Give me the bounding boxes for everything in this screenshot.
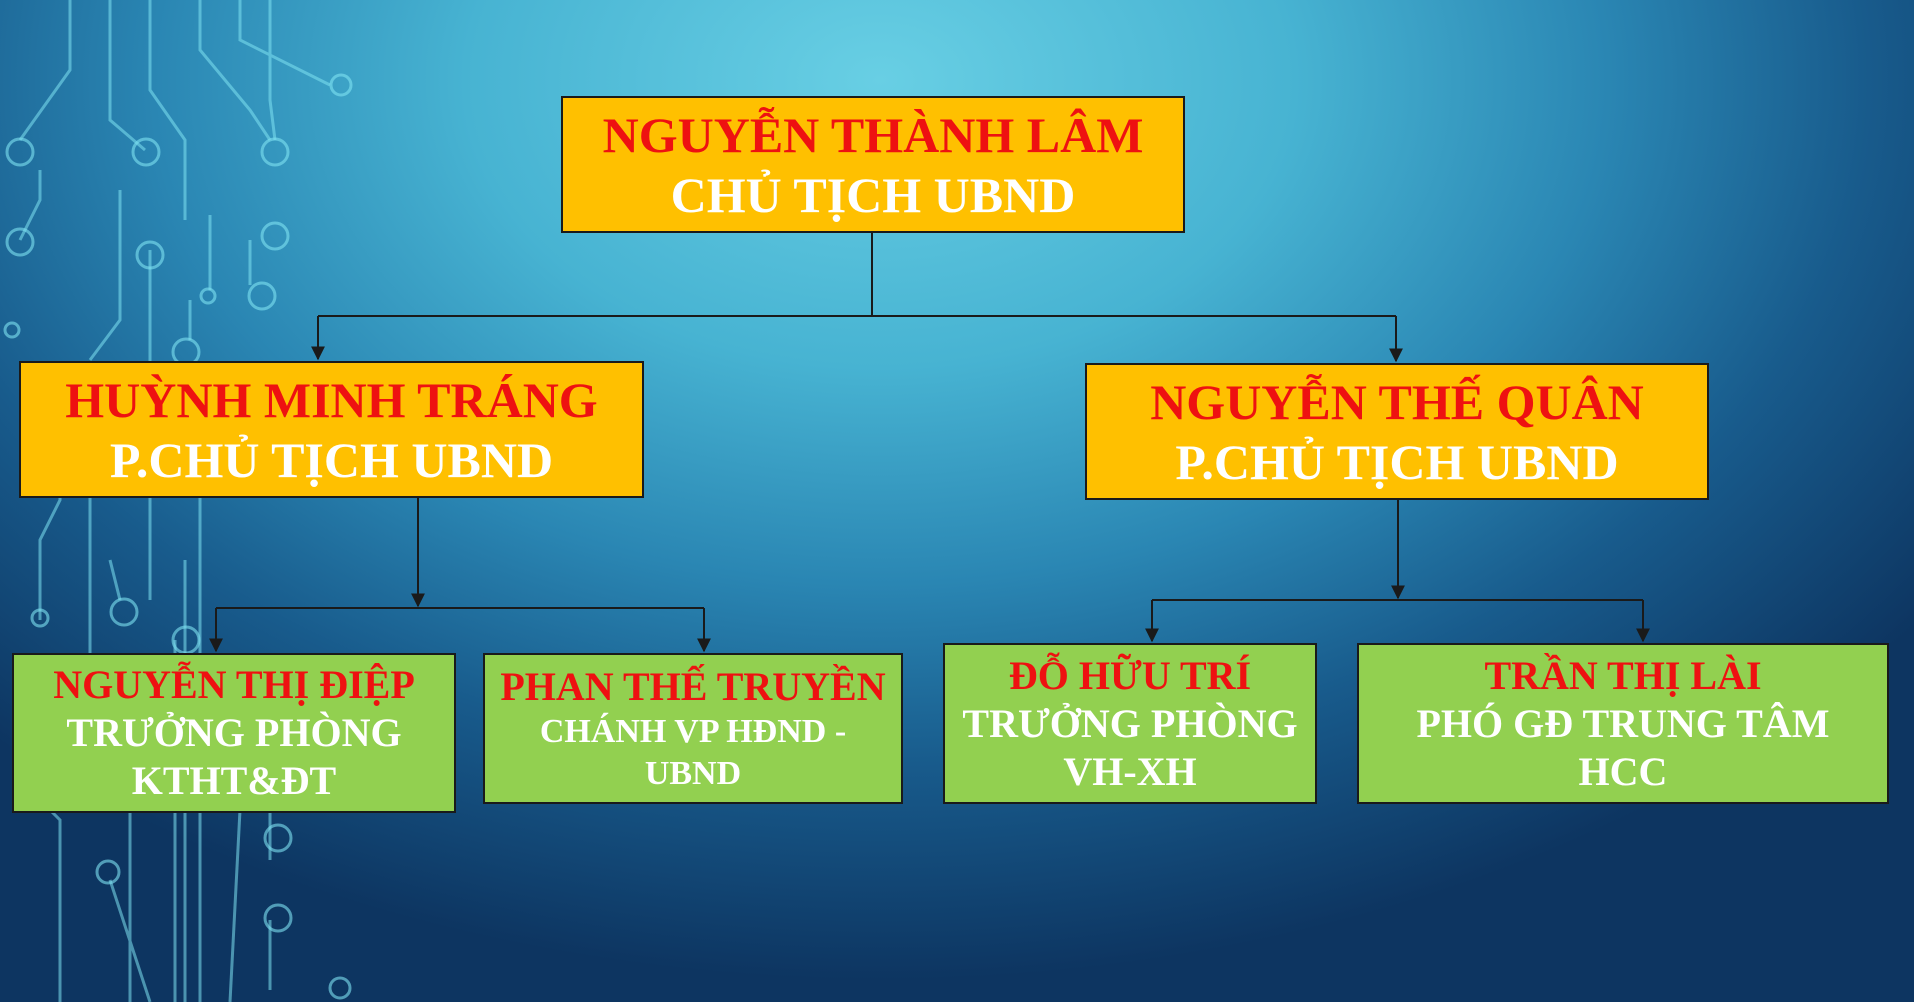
leaf1-box: NGUYỄN THỊ ĐIỆP TRƯỞNG PHÒNG KTHT&ĐT (12, 653, 456, 813)
root-role: CHỦ TỊCH UBND (670, 166, 1076, 223)
right-deputy-role: P.CHỦ TỊCH UBND (1175, 433, 1619, 490)
right-deputy-box: NGUYỄN THẾ QUÂN P.CHỦ TỊCH UBND (1085, 363, 1709, 500)
left-deputy-name: HUỲNH MINH TRÁNG (65, 371, 598, 428)
leaf4-role: PHÓ GĐ TRUNG TÂM HCC (1416, 700, 1830, 794)
leaf4-name: TRẦN THỊ LÀI (1484, 652, 1762, 698)
leaf3-name: ĐỖ HỮU TRÍ (1008, 652, 1252, 698)
root-box: NGUYỄN THÀNH LÂM CHỦ TỊCH UBND (561, 96, 1185, 233)
leaf3-box: ĐỖ HỮU TRÍ TRƯỞNG PHÒNG VH-XH (943, 643, 1317, 804)
leaf3-role: TRƯỞNG PHÒNG VH-XH (962, 700, 1298, 794)
left-deputy-box: HUỲNH MINH TRÁNG P.CHỦ TỊCH UBND (19, 361, 644, 498)
leaf1-name: NGUYỄN THỊ ĐIỆP (53, 662, 415, 707)
root-name: NGUYỄN THÀNH LÂM (602, 106, 1144, 163)
leaf2-box: PHAN THẾ TRUYỀN CHÁNH VP HĐND - UBND (483, 653, 903, 804)
leaf1-role: TRƯỞNG PHÒNG KTHT&ĐT (66, 710, 402, 803)
leaf2-name: PHAN THẾ TRUYỀN (500, 663, 886, 709)
right-deputy-name: NGUYỄN THẾ QUÂN (1150, 373, 1644, 430)
leaf2-role: CHÁNH VP HĐND - UBND (539, 712, 847, 792)
left-deputy-role: P.CHỦ TỊCH UBND (109, 431, 554, 488)
leaf4-box: TRẦN THỊ LÀI PHÓ GĐ TRUNG TÂM HCC (1357, 643, 1889, 804)
